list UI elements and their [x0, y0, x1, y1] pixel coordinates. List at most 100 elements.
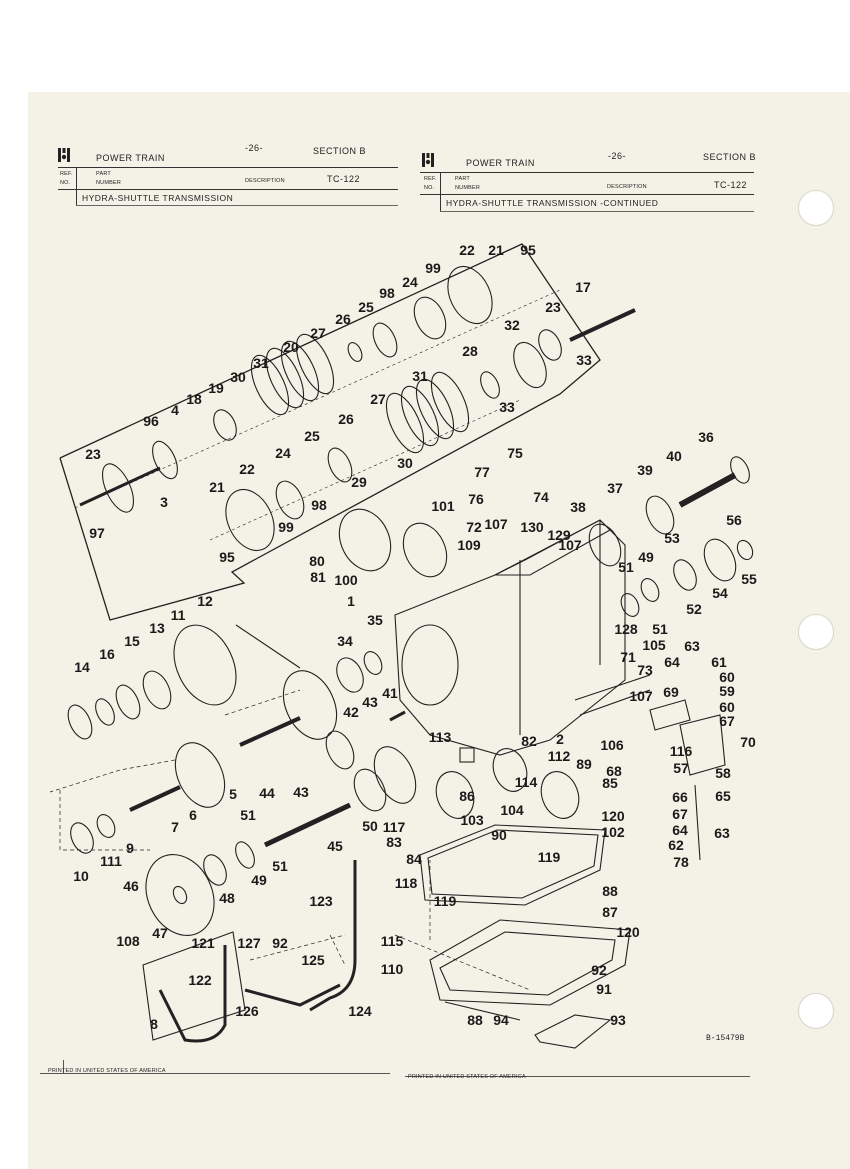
description-label: DESCRIPTION	[245, 178, 285, 184]
clutch-pack-lower	[385, 371, 470, 454]
part-callout-27: 27	[310, 325, 326, 341]
part-callout-49: 49	[638, 549, 654, 565]
part-callout-54: 54	[712, 585, 728, 601]
part-callout-88: 88	[467, 1012, 483, 1028]
divider	[440, 211, 754, 212]
part-callout-15: 15	[124, 633, 140, 649]
part-callout-51: 51	[272, 858, 288, 874]
part-callout-3: 3	[160, 494, 168, 510]
header-title: POWER TRAIN	[466, 158, 535, 168]
part-callout-96: 96	[143, 413, 159, 429]
part-callout-72: 72	[466, 519, 482, 535]
divider	[58, 189, 398, 190]
part-callout-55: 55	[741, 571, 757, 587]
header-subtitle: HYDRA-SHUTTLE TRANSMISSION	[82, 193, 234, 203]
part-callout-67: 67	[672, 806, 688, 822]
divider	[405, 1076, 750, 1077]
part-callout-63: 63	[714, 825, 730, 841]
part-callout-28: 28	[462, 343, 478, 359]
part-callout-97: 97	[89, 525, 105, 541]
part-callout-49: 49	[251, 872, 267, 888]
part-callout-80: 80	[309, 553, 325, 569]
part-callout-35: 35	[367, 612, 383, 628]
part-callout-63: 63	[684, 638, 700, 654]
part-callout-105: 105	[642, 637, 666, 653]
part-callout-119: 119	[538, 849, 561, 865]
ref-label: REF.	[424, 176, 437, 182]
part-callout-58: 58	[715, 765, 731, 781]
header-code: TC-122	[327, 174, 361, 184]
part-callout-37: 37	[607, 480, 623, 496]
diagram-linework	[49, 243, 754, 1049]
part-callout-22: 22	[459, 242, 475, 258]
part-callout-113: 113	[429, 729, 452, 745]
part-callout-8: 8	[150, 1016, 158, 1032]
part-callout-103: 103	[460, 812, 484, 828]
part-callout-2: 2	[556, 731, 564, 747]
part-callout-30: 30	[397, 455, 413, 471]
part-callout-60: 60	[719, 699, 735, 715]
header-page-number: -26-	[245, 143, 264, 153]
part-callout-14: 14	[74, 659, 90, 675]
part-callout-52: 52	[686, 601, 702, 617]
part-callout-38: 38	[570, 499, 586, 515]
part-callout-108: 108	[116, 933, 140, 949]
part-callout-30: 30	[230, 369, 246, 385]
part-callout-57: 57	[673, 760, 689, 776]
part-callout-126: 126	[235, 1003, 259, 1019]
part-callout-73: 73	[637, 662, 653, 678]
part-callout-71: 71	[620, 649, 636, 665]
part-callout-95: 95	[219, 549, 235, 565]
part-callout-93: 93	[610, 1012, 626, 1028]
part-callout-31: 31	[412, 368, 428, 384]
part-callout-43: 43	[362, 694, 378, 710]
part-callout-21: 21	[209, 479, 225, 495]
part-callout-19: 19	[208, 380, 224, 396]
ref-label: REF.	[60, 171, 73, 177]
part-callout-21: 21	[488, 242, 504, 258]
part-callout-120: 120	[616, 924, 640, 940]
part-callout-100: 100	[334, 572, 358, 588]
part-callout-92: 92	[591, 962, 607, 978]
part-label: PART	[455, 176, 470, 182]
header-page-number: -26-	[608, 151, 627, 161]
binder-hole	[798, 190, 834, 226]
part-callout-70: 70	[740, 734, 756, 750]
divider	[58, 167, 398, 168]
part-callout-94: 94	[493, 1012, 509, 1028]
part-callout-48: 48	[219, 890, 235, 906]
part-callout-20: 20	[283, 339, 299, 355]
part-callout-130: 130	[520, 519, 544, 535]
divider	[440, 172, 441, 212]
part-callout-7: 7	[171, 819, 179, 835]
part-callout-106: 106	[600, 737, 624, 753]
part-callout-24: 24	[275, 445, 291, 461]
part-callout-91: 91	[596, 981, 612, 997]
part-callout-104: 104	[500, 802, 524, 818]
part-callout-34: 34	[337, 633, 353, 649]
description-label: DESCRIPTION	[607, 184, 647, 190]
part-callout-118: 118	[395, 875, 418, 891]
part-callout-76: 76	[468, 491, 484, 507]
part-label: NUMBER	[455, 185, 481, 191]
part-callout-84: 84	[406, 851, 422, 867]
part-label: PART	[96, 171, 111, 177]
part-callout-122: 122	[188, 972, 212, 988]
part-callout-33: 33	[499, 399, 515, 415]
part-callout-6: 6	[189, 807, 197, 823]
part-callout-121: 121	[191, 935, 215, 951]
part-callout-45: 45	[327, 838, 343, 854]
header-code: TC-122	[714, 180, 748, 190]
header-section: SECTION B	[313, 146, 367, 156]
footer-printed-left: PRINTED IN UNITED STATES OF AMERICA	[48, 1068, 166, 1074]
part-callout-111: 111	[100, 853, 122, 869]
part-callout-60: 60	[719, 669, 735, 685]
part-callout-5: 5	[229, 786, 237, 802]
part-callout-90: 90	[491, 827, 507, 843]
part-callout-23: 23	[545, 299, 561, 315]
part-callout-82: 82	[521, 733, 537, 749]
part-callout-98: 98	[379, 285, 395, 301]
part-callout-16: 16	[99, 646, 115, 662]
